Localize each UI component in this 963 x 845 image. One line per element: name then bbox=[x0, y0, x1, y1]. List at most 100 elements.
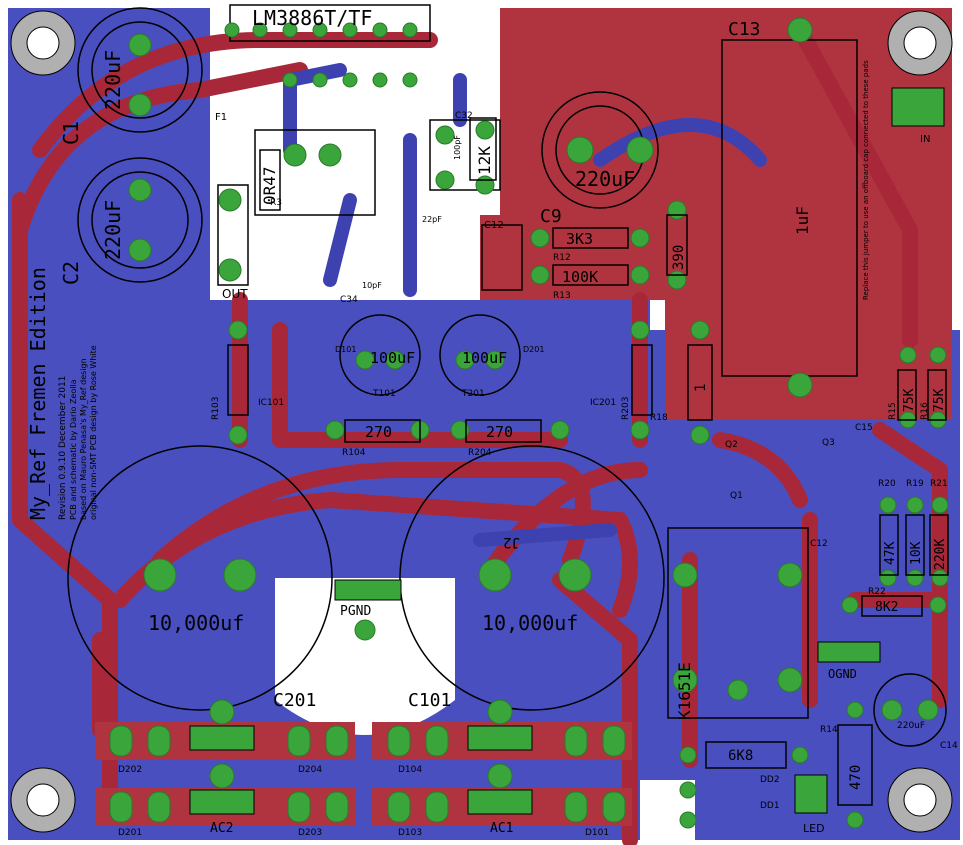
label-d103: D103 bbox=[398, 828, 422, 838]
value-r100k: 100K bbox=[562, 268, 598, 286]
board-title: My_Ref Fremen Edition bbox=[26, 267, 50, 520]
top-copper-pour bbox=[480, 8, 952, 420]
value-r75kb: 75K bbox=[932, 388, 947, 412]
silkscreen-text: LM3886T/TF C13 220uF C1 220uF C2 220uF C… bbox=[26, 6, 958, 838]
label-d204: D204 bbox=[298, 765, 322, 775]
value-cap100b: 100uF bbox=[462, 349, 507, 367]
label-r12: R12 bbox=[553, 253, 571, 263]
value-r3k3: 3K3 bbox=[566, 230, 593, 248]
label-q3: Q3 bbox=[822, 438, 835, 448]
label-c201: C201 bbox=[273, 690, 316, 711]
label-ac2: AC2 bbox=[210, 821, 233, 836]
label-q2: Q2 bbox=[725, 440, 738, 450]
label-c101: C101 bbox=[408, 690, 451, 711]
label-dd2: DD2 bbox=[760, 775, 780, 785]
value-c13: 1uF bbox=[793, 206, 812, 235]
label-r20: R20 bbox=[878, 479, 896, 489]
label-d201: D201 bbox=[523, 345, 544, 354]
c9-outline bbox=[541, 91, 659, 209]
value-r12k: 12K bbox=[475, 146, 494, 175]
value-r470: 470 bbox=[848, 765, 864, 790]
value-c10p: 10pF bbox=[362, 281, 382, 290]
label-r203: R203 bbox=[621, 397, 631, 420]
value-c100p: 100pF bbox=[453, 135, 462, 160]
resistor-bodies bbox=[227, 117, 949, 806]
component-outlines bbox=[67, 4, 947, 747]
label-r3: R3 bbox=[270, 198, 282, 208]
label-q1: Q1 bbox=[730, 491, 743, 501]
label-pgnd: PGND bbox=[340, 604, 371, 619]
jumper-note: Replace this jumper to use an offboard c… bbox=[862, 60, 870, 300]
value-r75ka: 75K bbox=[902, 388, 917, 412]
label-r103: R103 bbox=[211, 397, 221, 420]
label-f1: F1 bbox=[215, 112, 227, 123]
value-r10k: 10K bbox=[909, 541, 924, 565]
value-r220k: 220K bbox=[933, 539, 948, 570]
label-r14: R14 bbox=[820, 725, 838, 735]
value-c22p: 22pF bbox=[422, 215, 442, 224]
label-d203: D203 bbox=[298, 828, 322, 838]
label-c12b: C12 bbox=[810, 539, 828, 549]
value-big1: 10,000uf bbox=[148, 611, 244, 635]
label-r18: R18 bbox=[650, 413, 668, 423]
c12-outline bbox=[481, 224, 523, 291]
label-r104: R104 bbox=[342, 448, 366, 458]
pads bbox=[128, 17, 949, 829]
bottom-copper-pour bbox=[8, 8, 960, 840]
r3-outline bbox=[254, 129, 376, 216]
value-big2: 10,000uf bbox=[482, 611, 578, 635]
label-c9: C9 bbox=[540, 206, 562, 227]
label-d101: D101 bbox=[335, 345, 356, 354]
value-c14: 220uF bbox=[897, 721, 925, 731]
label-led: LED bbox=[803, 822, 825, 835]
label-r13: R13 bbox=[553, 291, 571, 301]
header-pads bbox=[95, 87, 945, 826]
c13-outline bbox=[721, 39, 858, 377]
label-dd1: DD1 bbox=[760, 801, 780, 811]
value-c1: 220uF bbox=[101, 50, 125, 110]
label-r21: R21 bbox=[930, 479, 948, 489]
value-r390: 390 bbox=[671, 245, 687, 270]
mounting-holes bbox=[10, 10, 953, 833]
label-ac1: AC1 bbox=[490, 821, 513, 836]
out-outline bbox=[217, 184, 249, 286]
ic-label: LM3886T/TF bbox=[252, 6, 372, 30]
value-c9: 220uF bbox=[575, 167, 635, 191]
label-t101: T101 bbox=[372, 389, 396, 399]
label-relay: K1651E bbox=[675, 662, 694, 720]
value-r6k8: 6K8 bbox=[728, 748, 753, 764]
board-credit1: PCB and schematic by Dario Zeolla bbox=[69, 379, 78, 520]
label-c14: C14 bbox=[940, 741, 958, 751]
label-c2: C2 bbox=[59, 261, 83, 285]
big-cap-right bbox=[399, 445, 665, 711]
label-j2: J2 bbox=[503, 534, 520, 550]
label-ic201: IC201 bbox=[590, 398, 616, 408]
board-revision: Revision 0.9.10 December 2011 bbox=[58, 376, 68, 520]
relay-outline bbox=[667, 527, 809, 719]
label-c15: C15 bbox=[855, 423, 873, 433]
label-r15: R15 bbox=[888, 402, 898, 420]
label-c32: C32 bbox=[455, 111, 473, 121]
board-credit3: original non-SMT PCB design by Rose Whit… bbox=[89, 345, 98, 520]
label-t201: T201 bbox=[461, 389, 485, 399]
label-d201b: D201 bbox=[118, 828, 142, 838]
label-r204: R204 bbox=[468, 448, 492, 458]
label-r16: R16 bbox=[920, 402, 930, 420]
label-c1: C1 bbox=[59, 121, 83, 145]
label-out: OUT bbox=[222, 287, 248, 301]
value-r0r47: 0R47 bbox=[260, 166, 279, 205]
cap100b-outline bbox=[439, 314, 521, 396]
value-r270a: 270 bbox=[365, 423, 392, 441]
label-d202: D202 bbox=[118, 765, 142, 775]
label-c34: C34 bbox=[340, 295, 358, 305]
c1-outline bbox=[77, 7, 203, 133]
value-rone: 1 bbox=[693, 384, 709, 392]
label-ic101: IC101 bbox=[258, 398, 284, 408]
label-d101b: D101 bbox=[585, 828, 609, 838]
value-cap100a: 100uF bbox=[370, 349, 415, 367]
board-credit2: based on Mauro Penasa's My_Ref design bbox=[79, 358, 88, 520]
label-d104: D104 bbox=[398, 765, 422, 775]
label-c13: C13 bbox=[728, 19, 761, 40]
label-ognd: OGND bbox=[828, 667, 857, 681]
